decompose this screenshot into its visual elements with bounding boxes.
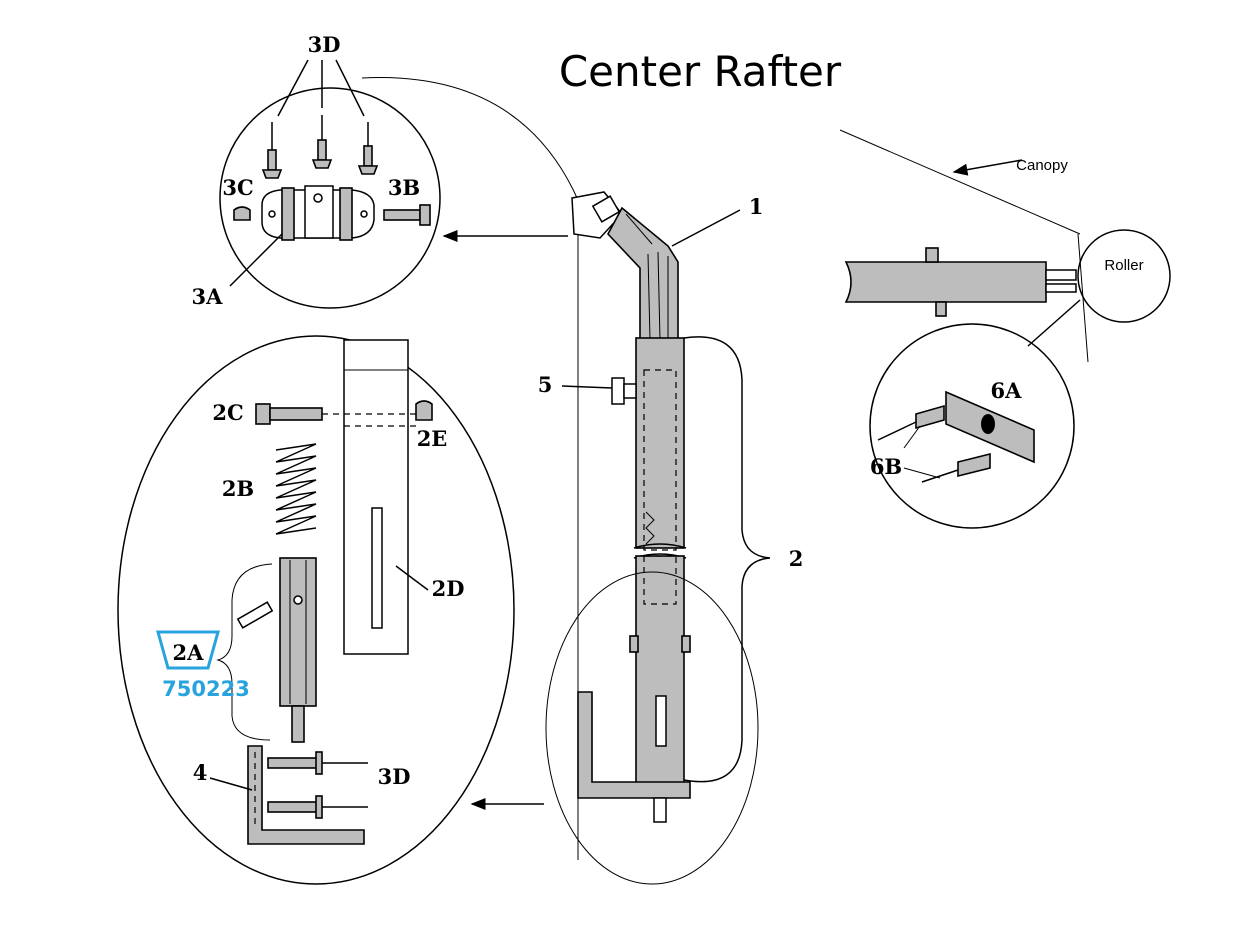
rafter-assembly — [561, 191, 771, 823]
label-3d-bottom: 3D — [378, 764, 411, 789]
canopy-roller-assembly — [839, 129, 1171, 529]
label-6a: 6A — [991, 378, 1023, 403]
nut-3c — [233, 206, 251, 221]
detail-circle-bracket — [219, 59, 441, 309]
label-roller: Roller — [1104, 257, 1143, 274]
label-3d-top: 3D — [308, 32, 341, 57]
detail-ellipse-source — [545, 571, 759, 885]
label-4: 4 — [193, 760, 208, 785]
rivets-3d-top — [261, 115, 379, 179]
label-2a: 2A — [173, 640, 205, 665]
detail-ellipse-spring — [117, 335, 515, 885]
connector-curve — [361, 77, 579, 860]
diagram-title: Center Rafter — [559, 47, 842, 96]
label-canopy: Canopy — [1016, 157, 1068, 174]
label-3a: 3A — [192, 284, 224, 309]
bolt-3b — [383, 204, 431, 226]
label-3b: 3B — [388, 175, 420, 200]
label-2c: 2C — [212, 400, 243, 425]
label-2b: 2B — [222, 476, 254, 501]
highlight-box-2a — [156, 630, 220, 670]
label-6b: 6B — [870, 454, 902, 479]
label-2: 2 — [789, 546, 804, 571]
label-1: 1 — [749, 194, 764, 219]
label-2d: 2D — [432, 576, 465, 601]
part-number-2a: 750223 — [162, 677, 250, 701]
label-2e: 2E — [417, 426, 448, 451]
bracket-3a — [261, 185, 375, 241]
label-3c: 3C — [222, 175, 253, 200]
label-5: 5 — [538, 372, 553, 397]
